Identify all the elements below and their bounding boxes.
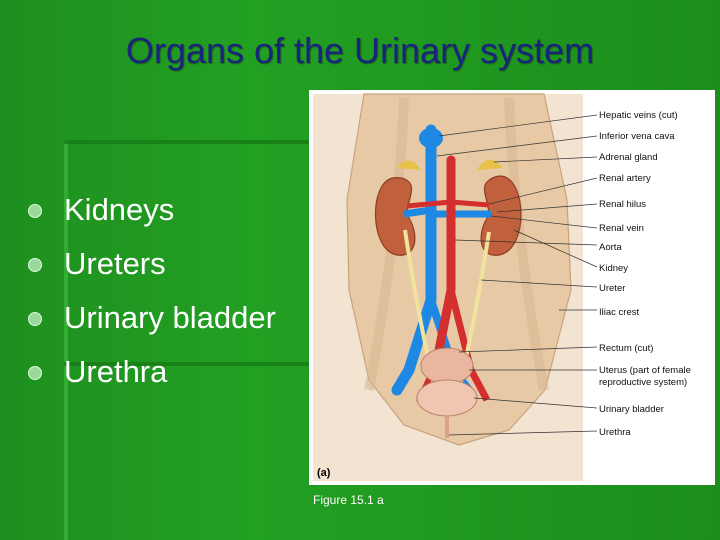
renal-artery-right — [450, 199, 490, 208]
label-kidney: Kidney — [599, 263, 628, 274]
anatomy-figure: (a) Hepatic veins (cut) Inferior vena ca… — [309, 90, 715, 485]
label-uterus-line2: reproductive system) — [599, 377, 687, 388]
figure-labels: Hepatic veins (cut) Inferior vena cava A… — [599, 110, 691, 438]
label-renal-vein: Renal vein — [599, 223, 644, 234]
label-inferior-vena-cava: Inferior vena cava — [599, 131, 675, 142]
label-iliac-crest: Iliac crest — [599, 307, 639, 318]
decorative-bottom-line — [64, 362, 314, 366]
bullet-text: Kidneys — [64, 192, 175, 227]
bullet-text: Ureters — [64, 246, 166, 281]
label-renal-hilus: Renal hilus — [599, 199, 646, 210]
panel-letter: (a) — [317, 467, 331, 479]
hepatic-veins — [419, 128, 443, 148]
renal-vein-left — [403, 206, 432, 218]
slide-title: Organs of the Urinary system — [125, 30, 595, 71]
label-ureter: Ureter — [599, 283, 625, 294]
bullet-dot-icon — [28, 366, 42, 380]
bullet-text: Urinary bladder — [64, 300, 276, 335]
decorative-vertical-line — [64, 140, 68, 540]
bullet-text: Urethra — [64, 354, 168, 389]
uterus — [420, 347, 474, 385]
adrenal-gland-left — [397, 160, 421, 170]
bullet-item-urethra: Urethra — [28, 352, 276, 406]
label-aorta: Aorta — [599, 242, 622, 253]
bullet-dot-icon — [28, 258, 42, 272]
label-urethra: Urethra — [599, 427, 631, 438]
bullet-item-kidneys: Kidneys — [28, 190, 276, 244]
urinary-bladder — [416, 379, 478, 417]
bullet-item-urinary-bladder: Urinary bladder — [28, 298, 276, 352]
label-urinary-bladder: Urinary bladder — [599, 404, 664, 415]
label-hepatic-veins: Hepatic veins (cut) — [599, 110, 678, 121]
decorative-top-line — [64, 140, 314, 144]
bullet-dot-icon — [28, 312, 42, 326]
label-rectum: Rectum (cut) — [599, 343, 653, 354]
leader-lines — [436, 114, 598, 436]
label-uterus-line1: Uterus (part of female — [599, 365, 691, 376]
bullet-list: Kidneys Ureters Urinary bladder Urethra — [28, 190, 276, 406]
figure-caption: Figure 15.1 a — [313, 493, 384, 507]
bullet-dot-icon — [28, 204, 42, 218]
bullet-item-ureters: Ureters — [28, 244, 276, 298]
kidney-right — [480, 175, 522, 256]
label-adrenal-gland: Adrenal gland — [599, 152, 658, 163]
label-renal-artery: Renal artery — [599, 173, 651, 184]
renal-artery-left — [406, 199, 452, 209]
